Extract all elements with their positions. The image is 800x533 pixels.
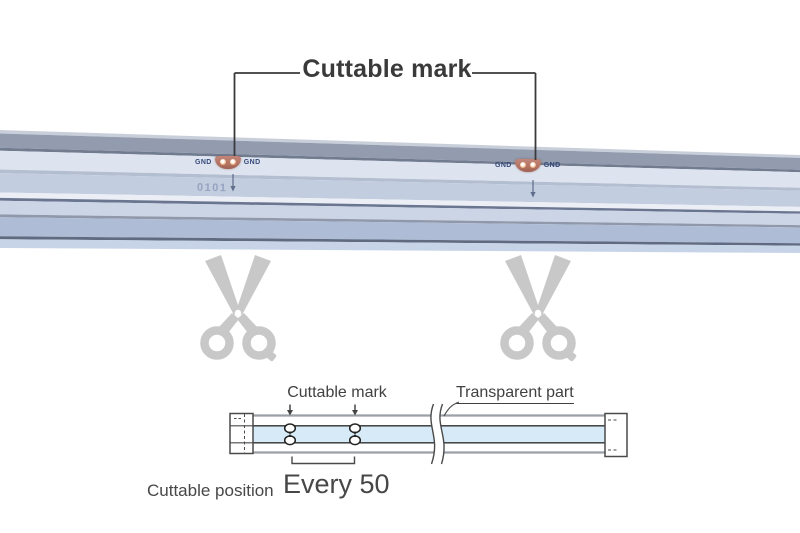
strip-band-bottom-line — [0, 236, 800, 246]
schematic-cuttable-mark-label: Cuttable mark — [287, 384, 387, 401]
strip-band-shadow-line — [0, 169, 800, 191]
solder-pad-1 — [214, 156, 241, 169]
gnd-label-right-2: GND — [543, 162, 561, 169]
strip-print-text: 0101 — [196, 181, 228, 195]
strip-band-ridge-line — [0, 147, 800, 173]
gnd-label-left-1: GND — [195, 159, 212, 166]
transparent-part-leader-line — [443, 401, 460, 417]
schematic-cut-mark-1 — [283, 423, 297, 446]
cuttable-mark-title: Cuttable mark — [302, 55, 472, 83]
cut-mark-2: GND GND — [495, 159, 561, 172]
strip-band-top-edge — [0, 130, 800, 158]
cut-arrow-1 — [230, 174, 236, 192]
strip-band-highlight — [0, 192, 800, 212]
scissors-icon — [500, 255, 577, 362]
strip-band-top-face — [0, 133, 800, 170]
strip-band-lower-light — [0, 200, 800, 226]
strip-band-lower-mid — [0, 217, 800, 244]
strip-band-light — [0, 150, 800, 188]
solder-dot-icon — [519, 162, 526, 168]
gnd-label-left-2: GND — [495, 162, 512, 169]
cuttable-mark-arrow-1 — [287, 404, 293, 416]
solder-dot-icon — [229, 159, 236, 165]
strip-band-lower-line — [0, 214, 800, 228]
solder-dot-icon — [219, 159, 226, 165]
led-strip-photo — [0, 130, 800, 253]
scissors-icon — [200, 255, 277, 362]
strip-band-mid — [0, 173, 800, 207]
gnd-label-right-1: GND — [243, 159, 261, 166]
solder-dot-icon — [529, 162, 536, 168]
left-end-cap — [229, 412, 254, 455]
right-end-cap — [604, 412, 628, 458]
break-symbol-mask — [430, 404, 444, 464]
cut-mark-1: GND GND — [195, 156, 261, 169]
solder-pad-2 — [514, 159, 541, 172]
schematic-transparent-part-label: Transparent part — [456, 384, 574, 404]
strip-schematic-drawing — [229, 401, 628, 465]
cuttable-mark-arrow-2 — [352, 404, 358, 416]
schematic-cut-mark-2 — [348, 423, 362, 446]
cuttable-position-value: Every 50 — [283, 469, 390, 499]
schematic-transparent-fill — [253, 426, 605, 443]
break-symbol — [430, 403, 445, 465]
strip-band-bottom-edge — [0, 239, 800, 253]
cuttable-position-label: Cuttable position — [147, 481, 274, 500]
title-bracket-lines — [233, 72, 537, 160]
cuttable-position-bracket — [291, 456, 356, 465]
cut-arrow-2 — [530, 180, 536, 198]
strip-band-dark-line — [0, 197, 800, 214]
